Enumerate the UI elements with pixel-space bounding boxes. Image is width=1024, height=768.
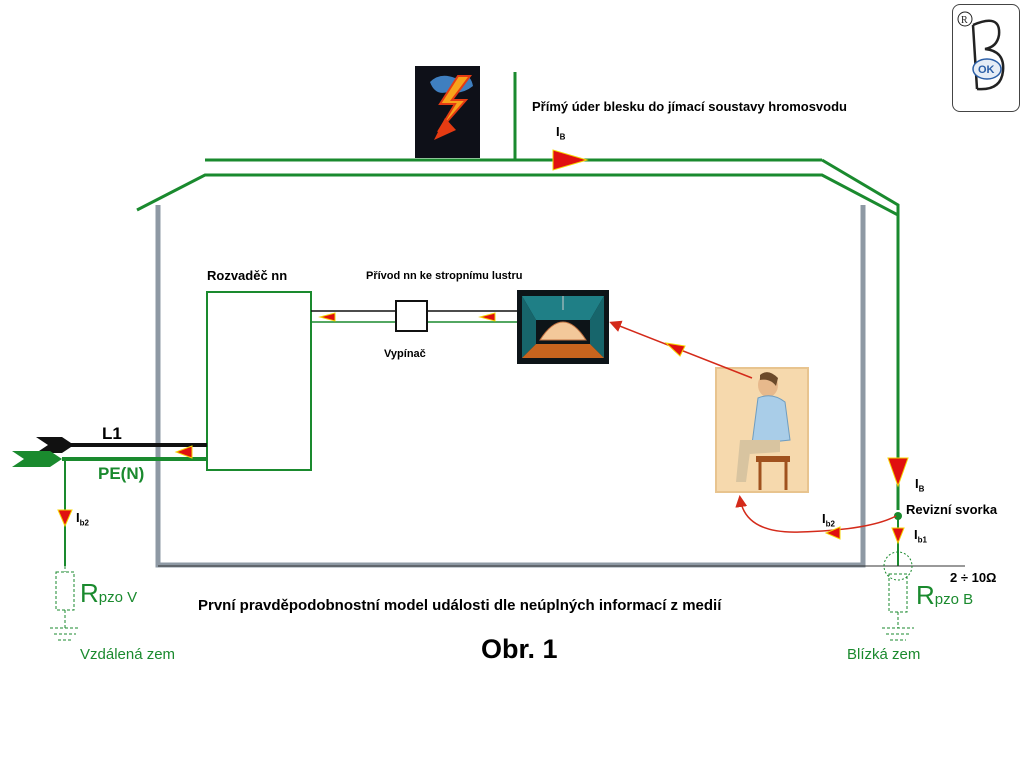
arrow-ib1-down bbox=[891, 527, 905, 545]
current-ib2-right-label: Ib2 bbox=[822, 511, 835, 529]
r-right-label: Rpzo B bbox=[916, 580, 973, 611]
r-left-sub: pzo V bbox=[98, 589, 138, 606]
current-ib-down-symbol: I bbox=[915, 476, 919, 491]
current-ib-roof-sub: B bbox=[559, 132, 566, 142]
lightning-title: Přímý úder blesku do jímací soustavy hro… bbox=[532, 99, 847, 114]
current-ib2-left-sub: b2 bbox=[79, 518, 89, 528]
building-walls bbox=[155, 205, 866, 568]
current-ib1-symbol: I bbox=[914, 527, 918, 542]
l1-label: L1 bbox=[102, 424, 122, 443]
switch-label: Vypínač bbox=[384, 348, 426, 360]
r-right-sub: pzo B bbox=[934, 591, 974, 608]
remote-earth-label: Vzdálená zem bbox=[80, 646, 176, 663]
figure-label: Obr. 1 bbox=[481, 634, 558, 664]
current-ib2-right-sub: b2 bbox=[825, 519, 835, 529]
resistor-left bbox=[50, 566, 80, 641]
near-earth-label: Blízká zem bbox=[847, 646, 921, 663]
current-ib-down-label: IB bbox=[915, 476, 924, 494]
lightning-image bbox=[415, 66, 480, 158]
logo-text: OK bbox=[978, 64, 995, 76]
diagram-caption: První pravděpodobnostní model události d… bbox=[198, 597, 722, 614]
arrow-ib2-left bbox=[57, 509, 73, 528]
light-switch-box bbox=[395, 300, 428, 332]
current-ib1-label: Ib1 bbox=[914, 527, 927, 545]
person-image bbox=[715, 367, 809, 493]
switchboard-box bbox=[206, 291, 312, 471]
current-ib2-left-symbol: I bbox=[76, 510, 80, 525]
resistance-range-label: 2 ÷ 10Ω bbox=[950, 570, 997, 585]
switchboard-label: Rozvaděč nn bbox=[207, 268, 288, 283]
arrow-pe-left bbox=[174, 445, 193, 459]
logo-graphic: R OK bbox=[957, 11, 1005, 91]
current-ib-roof-symbol: I bbox=[556, 124, 560, 139]
current-ib2-right-symbol: I bbox=[822, 511, 826, 526]
current-ib-down-sub: B bbox=[918, 484, 925, 494]
chandelier-image bbox=[517, 290, 609, 364]
current-ib2-left-label: Ib2 bbox=[76, 510, 89, 528]
arrow-ib-down bbox=[887, 457, 909, 488]
supply-label: Přívod nn ke stropnímu lustru bbox=[366, 270, 523, 282]
current-ib-roof-label: IB bbox=[556, 124, 565, 142]
test-clamp-label: Revizní svorka bbox=[906, 502, 998, 517]
arrow-supply-1 bbox=[318, 312, 336, 322]
arrow-ib2-right bbox=[824, 526, 841, 540]
arrow-ib-roof bbox=[552, 149, 589, 171]
current-ib1-sub: b1 bbox=[917, 535, 927, 545]
arrow-supply-2 bbox=[478, 312, 496, 322]
r-left-symbol: R bbox=[80, 578, 99, 608]
svg-text:R: R bbox=[961, 15, 968, 26]
incoming-lines bbox=[12, 437, 207, 566]
brand-logo: R OK bbox=[952, 4, 1020, 112]
roof-conductor bbox=[136, 72, 900, 510]
r-left-label: Rpzo V bbox=[80, 578, 137, 609]
side-flash-path-lower bbox=[735, 495, 897, 533]
r-right-symbol: R bbox=[916, 580, 935, 610]
pe-label: PE(N) bbox=[98, 464, 145, 483]
arrow-side-flash-up bbox=[664, 342, 686, 357]
resistor-right bbox=[882, 551, 914, 641]
